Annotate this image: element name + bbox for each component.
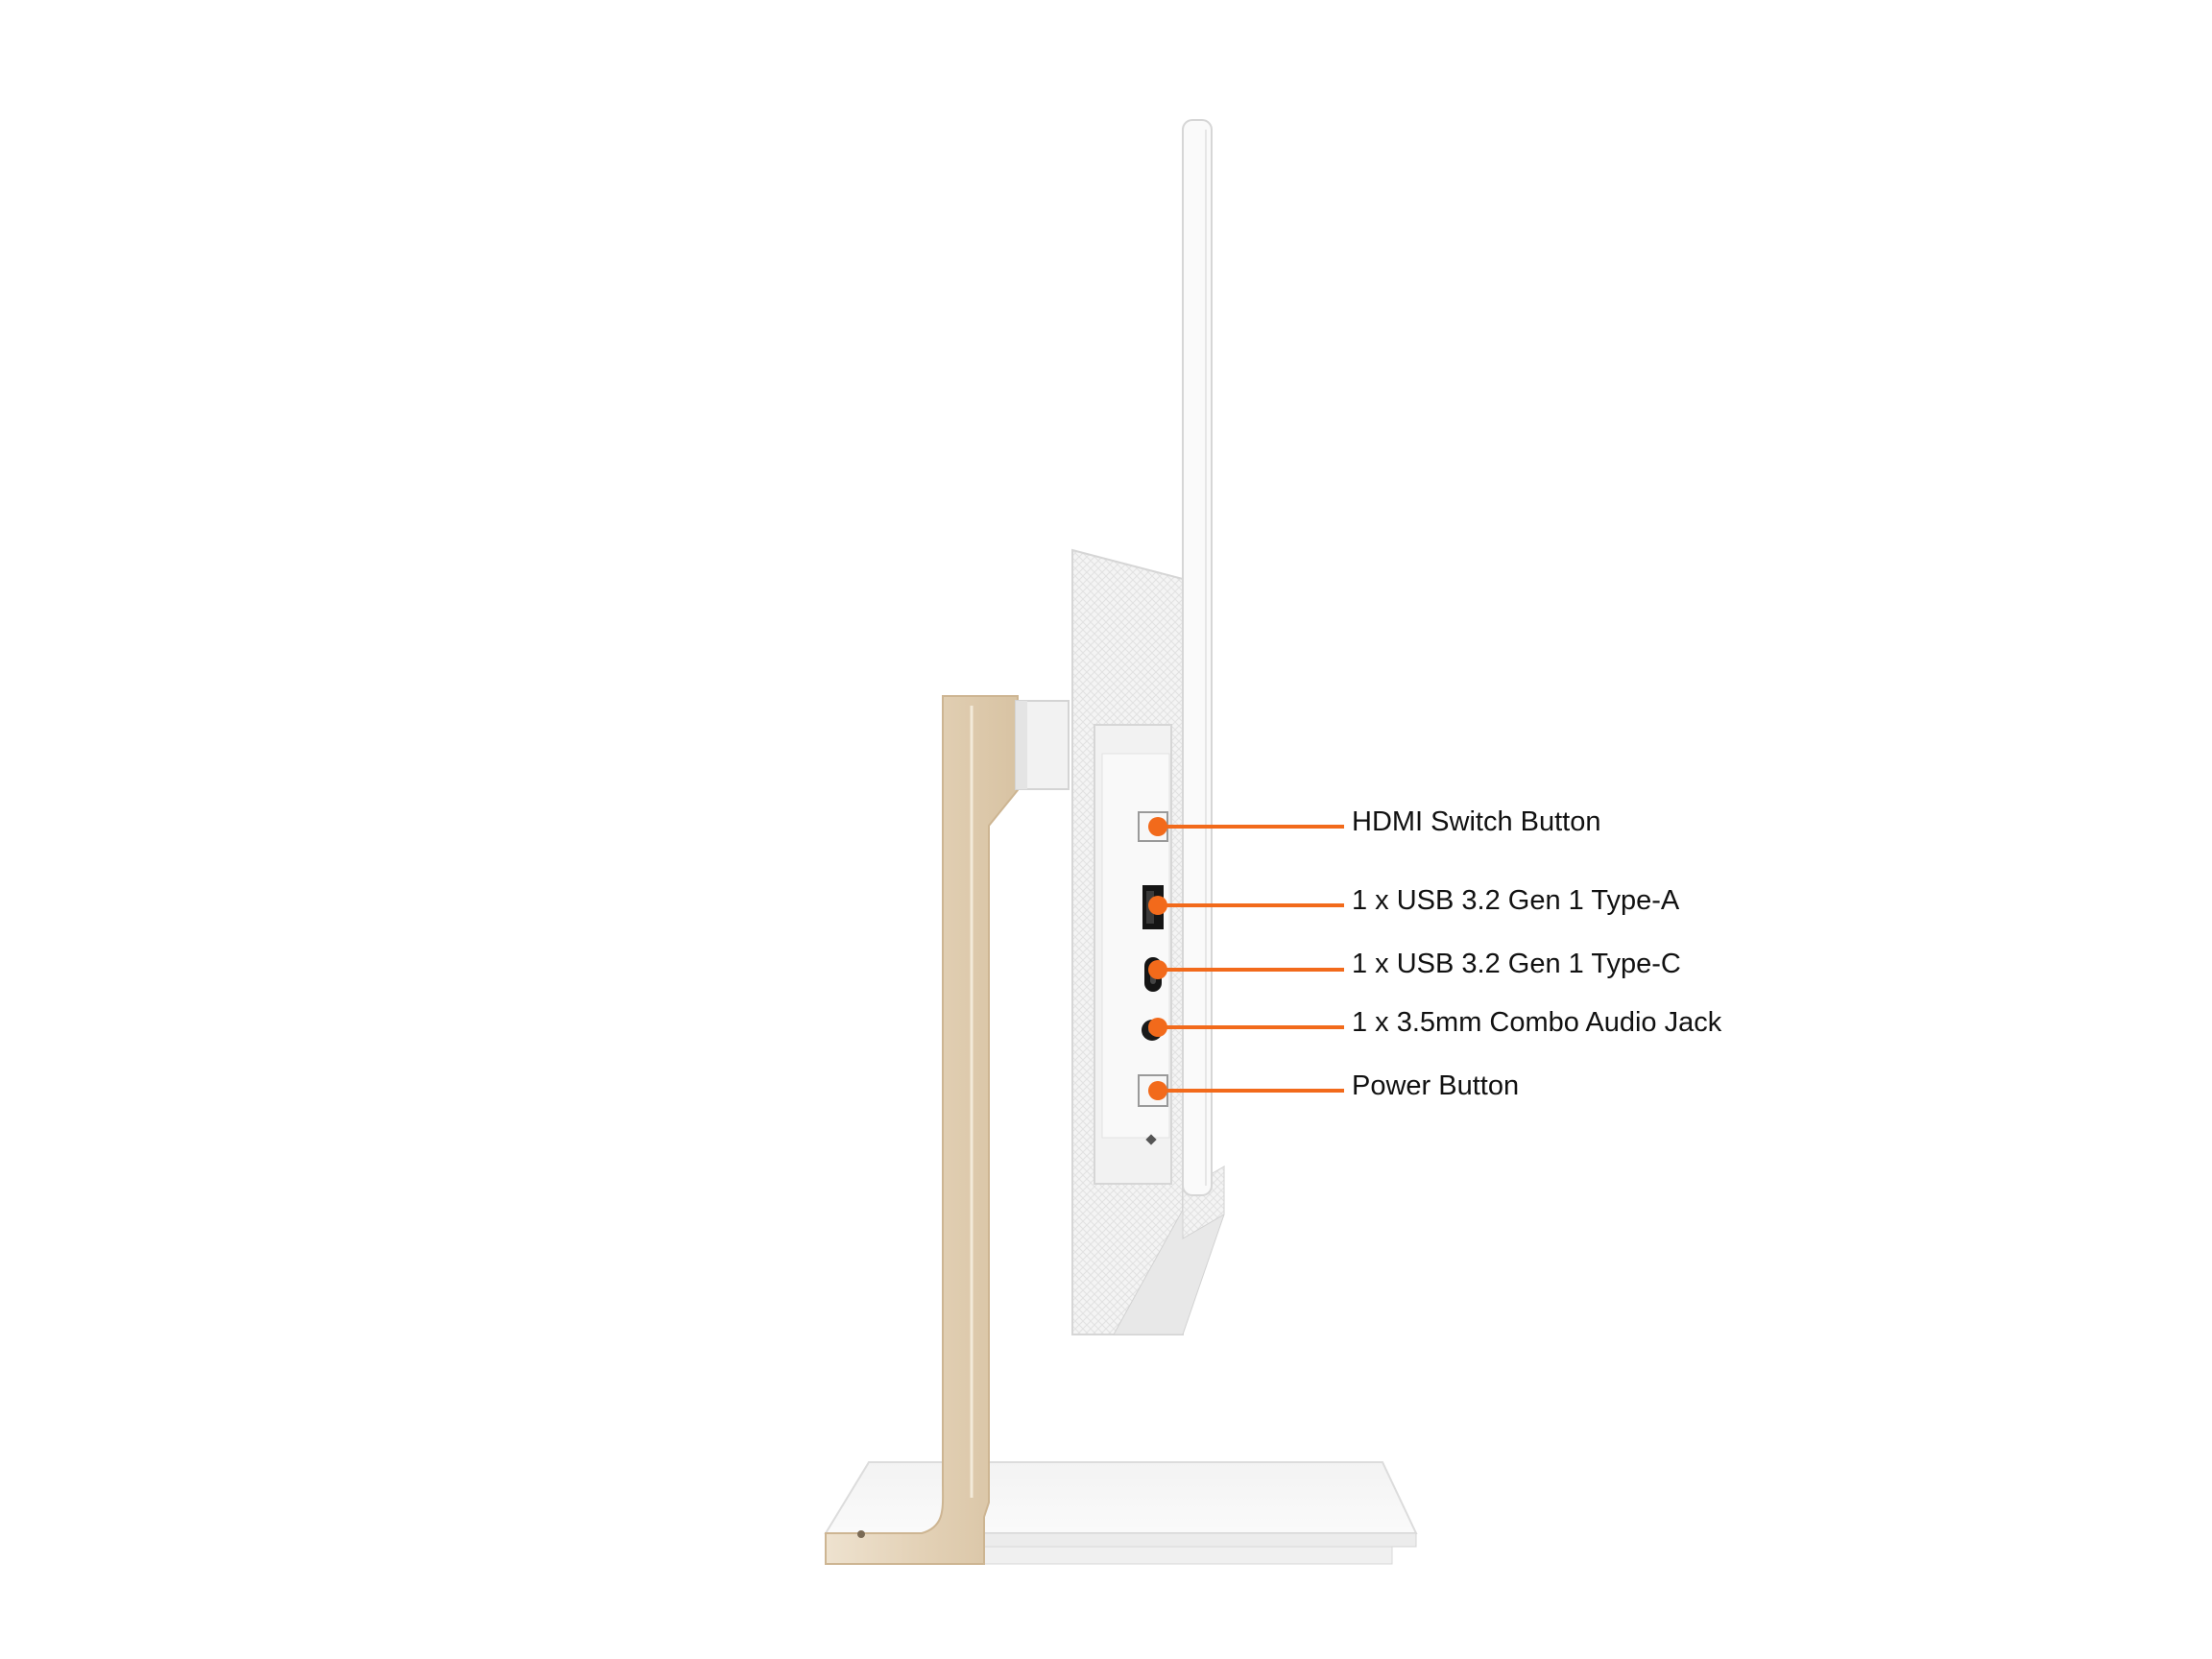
callout-usb-c xyxy=(1148,960,1344,979)
audio-jack-label: 1 x 3.5mm Combo Audio Jack xyxy=(1352,1007,1722,1038)
display-panel xyxy=(1182,119,1213,1196)
indicator-light xyxy=(1145,1134,1157,1145)
hinge xyxy=(1015,700,1070,790)
callout-power xyxy=(1148,1081,1344,1100)
callout-hdmi xyxy=(1148,817,1344,836)
power-button-label: Power Button xyxy=(1352,1070,1520,1101)
usb-type-a-label: 1 x USB 3.2 Gen 1 Type-A xyxy=(1352,885,1680,916)
callout-audio xyxy=(1148,1018,1344,1037)
port-panel xyxy=(1094,724,1172,1185)
usb-type-c-label: 1 x USB 3.2 Gen 1 Type-C xyxy=(1352,949,1681,979)
stand-arm xyxy=(825,695,1019,1565)
hdmi-switch-button-label: HDMI Switch Button xyxy=(1352,806,1601,837)
callout-usb-a xyxy=(1148,896,1344,915)
